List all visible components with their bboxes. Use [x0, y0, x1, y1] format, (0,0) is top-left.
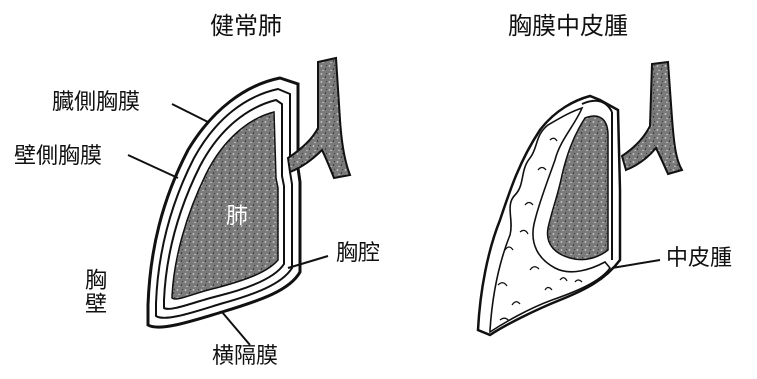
mesothelioma-label: 中皮腫 [666, 248, 732, 270]
visceral-pleura-label: 臓側胸膜 [52, 92, 140, 114]
diaphragm-label: 横隔膜 [212, 346, 278, 368]
healthy-lung-title: 健常肺 [210, 14, 282, 38]
chest-wall-label: 胸壁 [82, 268, 104, 316]
pleural-cavity-label: 胸腔 [336, 243, 380, 265]
mesothelioma-title: 胸膜中皮腫 [508, 14, 628, 38]
tumor-bronchus [622, 62, 682, 174]
visceral-pleura-leader [172, 104, 208, 122]
parietal-pleura-leader [128, 155, 178, 178]
diaphragm-leader [222, 312, 250, 345]
healthy-lung-figure [128, 58, 350, 345]
parietal-pleura-label: 壁側胸膜 [14, 146, 102, 168]
lung-label: 肺 [226, 206, 248, 228]
mesothelioma-figure [478, 62, 682, 335]
